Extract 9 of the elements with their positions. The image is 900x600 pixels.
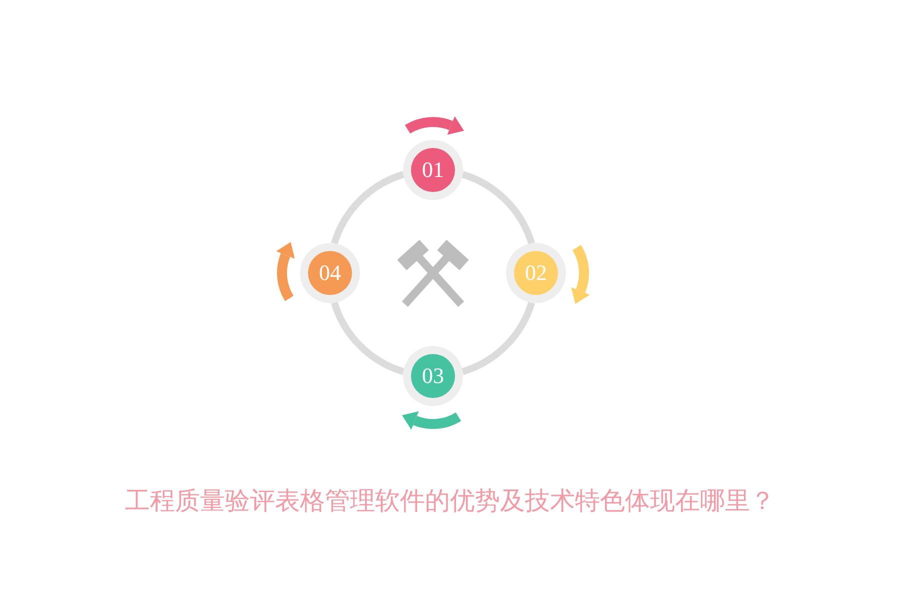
ring-connector bbox=[461, 171, 535, 245]
ring-connector bbox=[331, 301, 405, 375]
ring-connector bbox=[331, 171, 405, 245]
ring-connector bbox=[461, 301, 535, 375]
step-number: 02 bbox=[514, 251, 558, 295]
step-number: 03 bbox=[411, 354, 455, 398]
step-number: 01 bbox=[411, 148, 455, 192]
title: 工程质量验评表格管理软件的优势及技术特色体现在哪里？ bbox=[124, 485, 776, 517]
step-number: 04 bbox=[308, 251, 352, 295]
